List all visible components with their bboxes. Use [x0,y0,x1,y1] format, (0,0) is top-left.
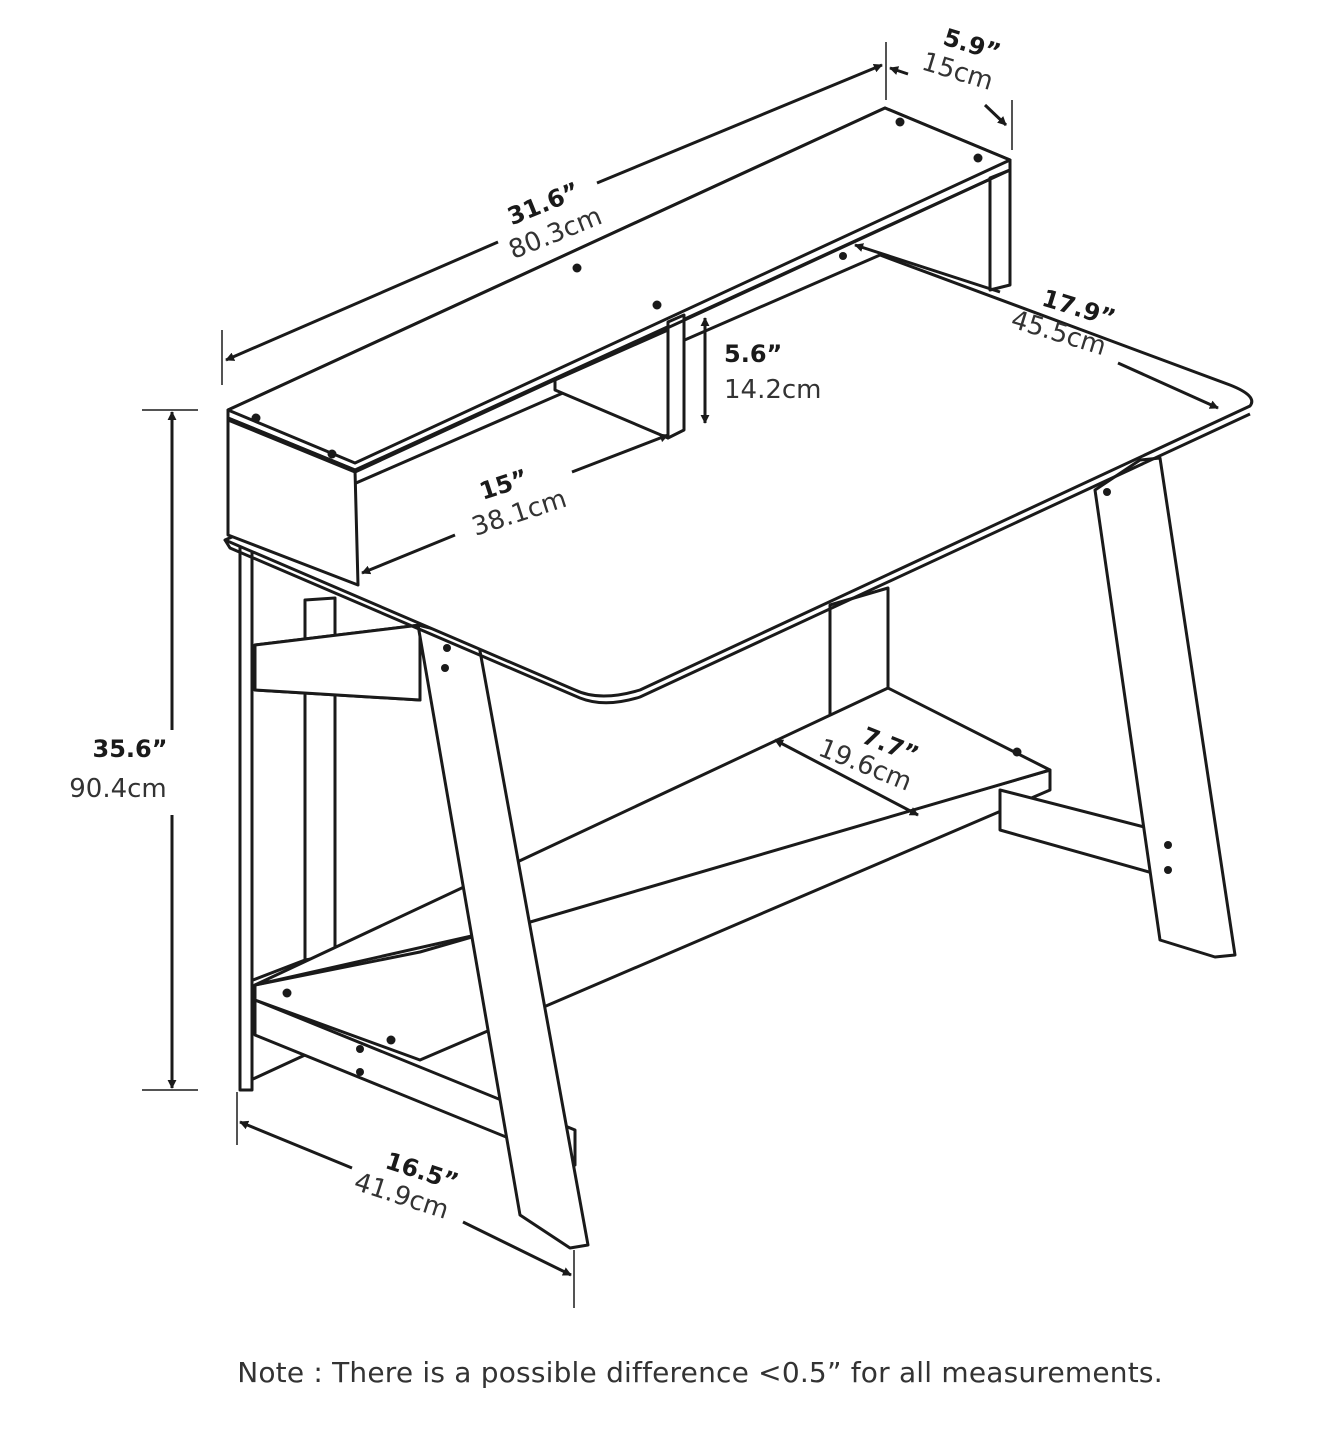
hutch-depth-line-a [889,66,909,76]
shelf-depth-line [774,738,919,817]
hole [1012,747,1022,757]
left-rail [253,623,422,702]
hole [839,252,847,260]
bottom-shelf [253,768,1052,1062]
hutch-height-cm-label: 14.2cm [724,375,822,405]
hole [441,664,449,672]
hutch-opening-line-b [361,533,456,575]
desktop-front-edge [223,412,1251,705]
hole [1164,866,1172,874]
desk-depth-line-b [1117,361,1219,410]
hutch-height-inch-label: 5.6” [724,340,782,368]
hutch-top-edge [226,160,1012,474]
total-height-cm-label: 90.4cm [69,774,167,804]
hole [973,153,983,163]
width-dim-line-b [596,63,883,185]
base-depth-line-a [239,1120,353,1170]
total-height-inch-label: 35.6” [93,735,168,763]
hole [895,117,905,127]
hole [282,988,292,998]
measurement-note: Note : There is a possible difference <0… [237,1356,1163,1389]
dimension-lines [142,42,1219,1308]
desk-structure [223,106,1254,1250]
hutch-right-panel [988,168,1012,292]
hole [356,1045,364,1053]
hole [327,449,337,459]
base-depth-line-b [462,1220,572,1277]
hole [386,1035,396,1045]
hole [572,263,582,273]
hutch-opening-line-a [571,433,669,474]
hutch-divider [666,313,686,440]
desktop [223,253,1254,698]
right-front-leg [1093,456,1237,959]
width-dim-line-a [225,240,499,362]
lower-left-stretcher [253,998,577,1167]
hutch-depth-line-b [983,103,1008,127]
hole [1164,841,1172,849]
hole [251,413,261,423]
hole [356,1068,364,1076]
hole [1103,488,1111,496]
hole [443,644,451,652]
hole [652,300,662,310]
desk-depth-line-a [854,243,1001,294]
left-front-post [238,543,254,1092]
